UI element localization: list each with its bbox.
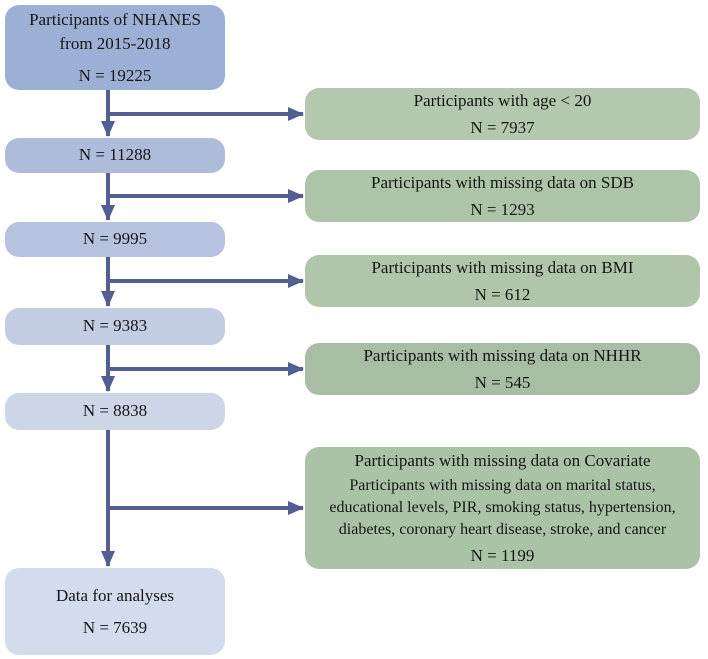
flow-box-analyses: Data for analyses N = 7639 [5, 568, 225, 655]
box-n-value: N = 1199 [470, 545, 535, 565]
flow-box-nhanes-total: Participants of NHANES from 2015-2018 N … [5, 5, 225, 90]
box-n-value: N = 9383 [82, 316, 148, 336]
box-label: Participants with missing data on BMI [371, 258, 634, 278]
box-n-value: N = 7639 [82, 617, 148, 637]
exclusion-box-nhhr: Participants with missing data on NHHR N… [305, 343, 700, 395]
flow-box-n8838: N = 8838 [5, 393, 225, 430]
flow-box-n11288: N = 11288 [5, 138, 225, 173]
exclusion-box-covariate: Participants with missing data on Covari… [305, 447, 700, 569]
exclusion-box-age: Participants with age < 20 N = 7937 [305, 88, 700, 140]
box-n-value: N = 612 [474, 284, 531, 304]
exclusion-box-sdb: Participants with missing data on SDB N … [305, 170, 700, 222]
box-label: Data for analyses [55, 586, 174, 606]
box-n-value: N = 19225 [78, 65, 152, 85]
exclusion-box-bmi: Participants with missing data on BMI N … [305, 255, 700, 307]
flow-box-n9995: N = 9995 [5, 222, 225, 257]
box-sublabel: Participants with missing data on marita… [329, 476, 676, 538]
box-n-value: N = 9995 [82, 229, 148, 249]
box-n-value: N = 11288 [78, 145, 152, 165]
box-label: Participants of NHANES from 2015-2018 [29, 10, 201, 53]
box-label: Participants with age < 20 [413, 91, 592, 111]
flow-box-n9383: N = 9383 [5, 308, 225, 345]
box-n-value: N = 1293 [470, 199, 535, 219]
box-label: Participants with missing data on SDB [370, 173, 635, 193]
box-label: Participants with missing data on Covari… [354, 450, 651, 470]
box-n-value: N = 7937 [470, 117, 535, 137]
box-n-value: N = 545 [474, 372, 531, 392]
box-label: Participants with missing data on NHHR [363, 346, 642, 366]
box-n-value: N = 8838 [82, 401, 148, 421]
